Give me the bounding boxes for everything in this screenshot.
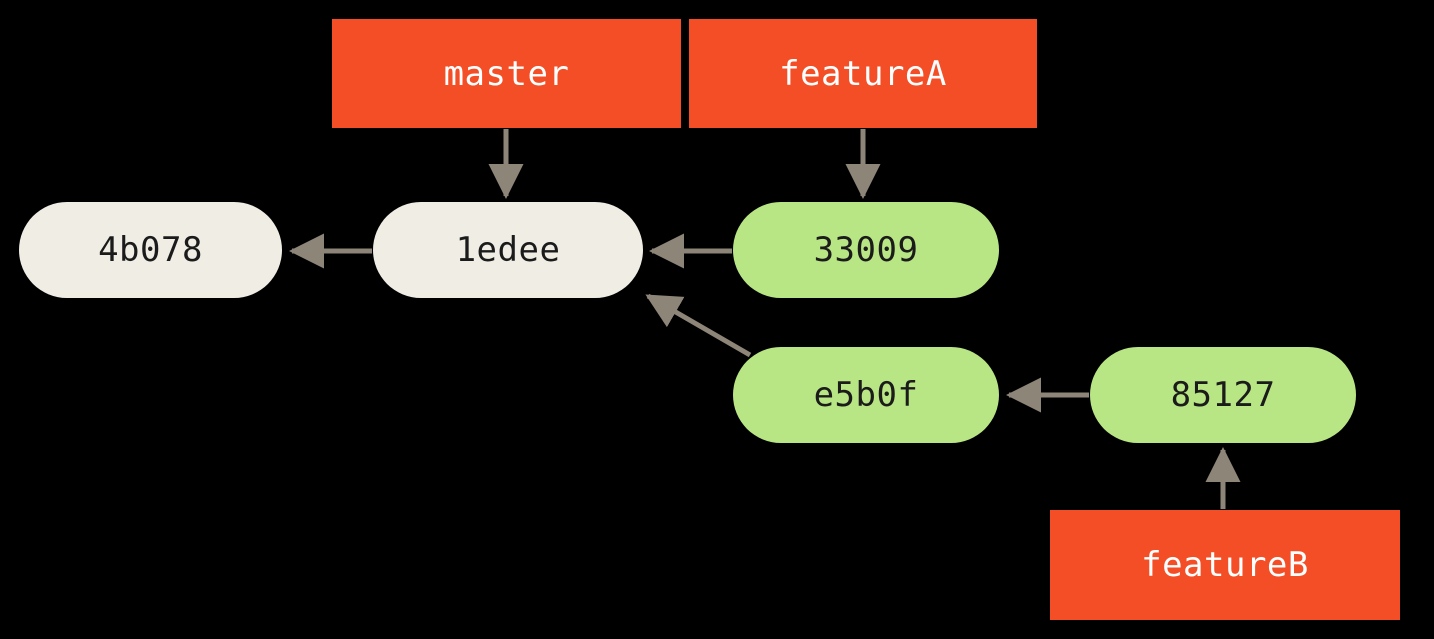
commit-label: 1edee <box>455 230 561 270</box>
branch-label-text: featureB <box>1141 545 1309 585</box>
commit-label: 4b078 <box>98 230 203 270</box>
commit-label: e5b0f <box>813 375 919 415</box>
commit-node-1edee[interactable]: 1edee <box>373 202 643 298</box>
commit-node-85127[interactable]: 85127 <box>1090 347 1356 443</box>
branch-label-text: featureA <box>779 53 947 94</box>
branch-label-text: master <box>443 53 570 94</box>
branch-label-featureB[interactable]: featureB <box>1050 510 1400 620</box>
edge-e5b0f-to-1edee <box>645 293 752 358</box>
commit-node-4b078[interactable]: 4b078 <box>19 202 282 298</box>
branch-label-master[interactable]: master <box>332 19 681 128</box>
commit-label: 33009 <box>813 230 919 270</box>
commit-label: 85127 <box>1170 375 1276 415</box>
branch-label-featureA[interactable]: featureA <box>689 19 1037 128</box>
commit-node-e5b0f[interactable]: e5b0f <box>733 347 999 443</box>
commit-node-33009[interactable]: 33009 <box>733 202 999 298</box>
